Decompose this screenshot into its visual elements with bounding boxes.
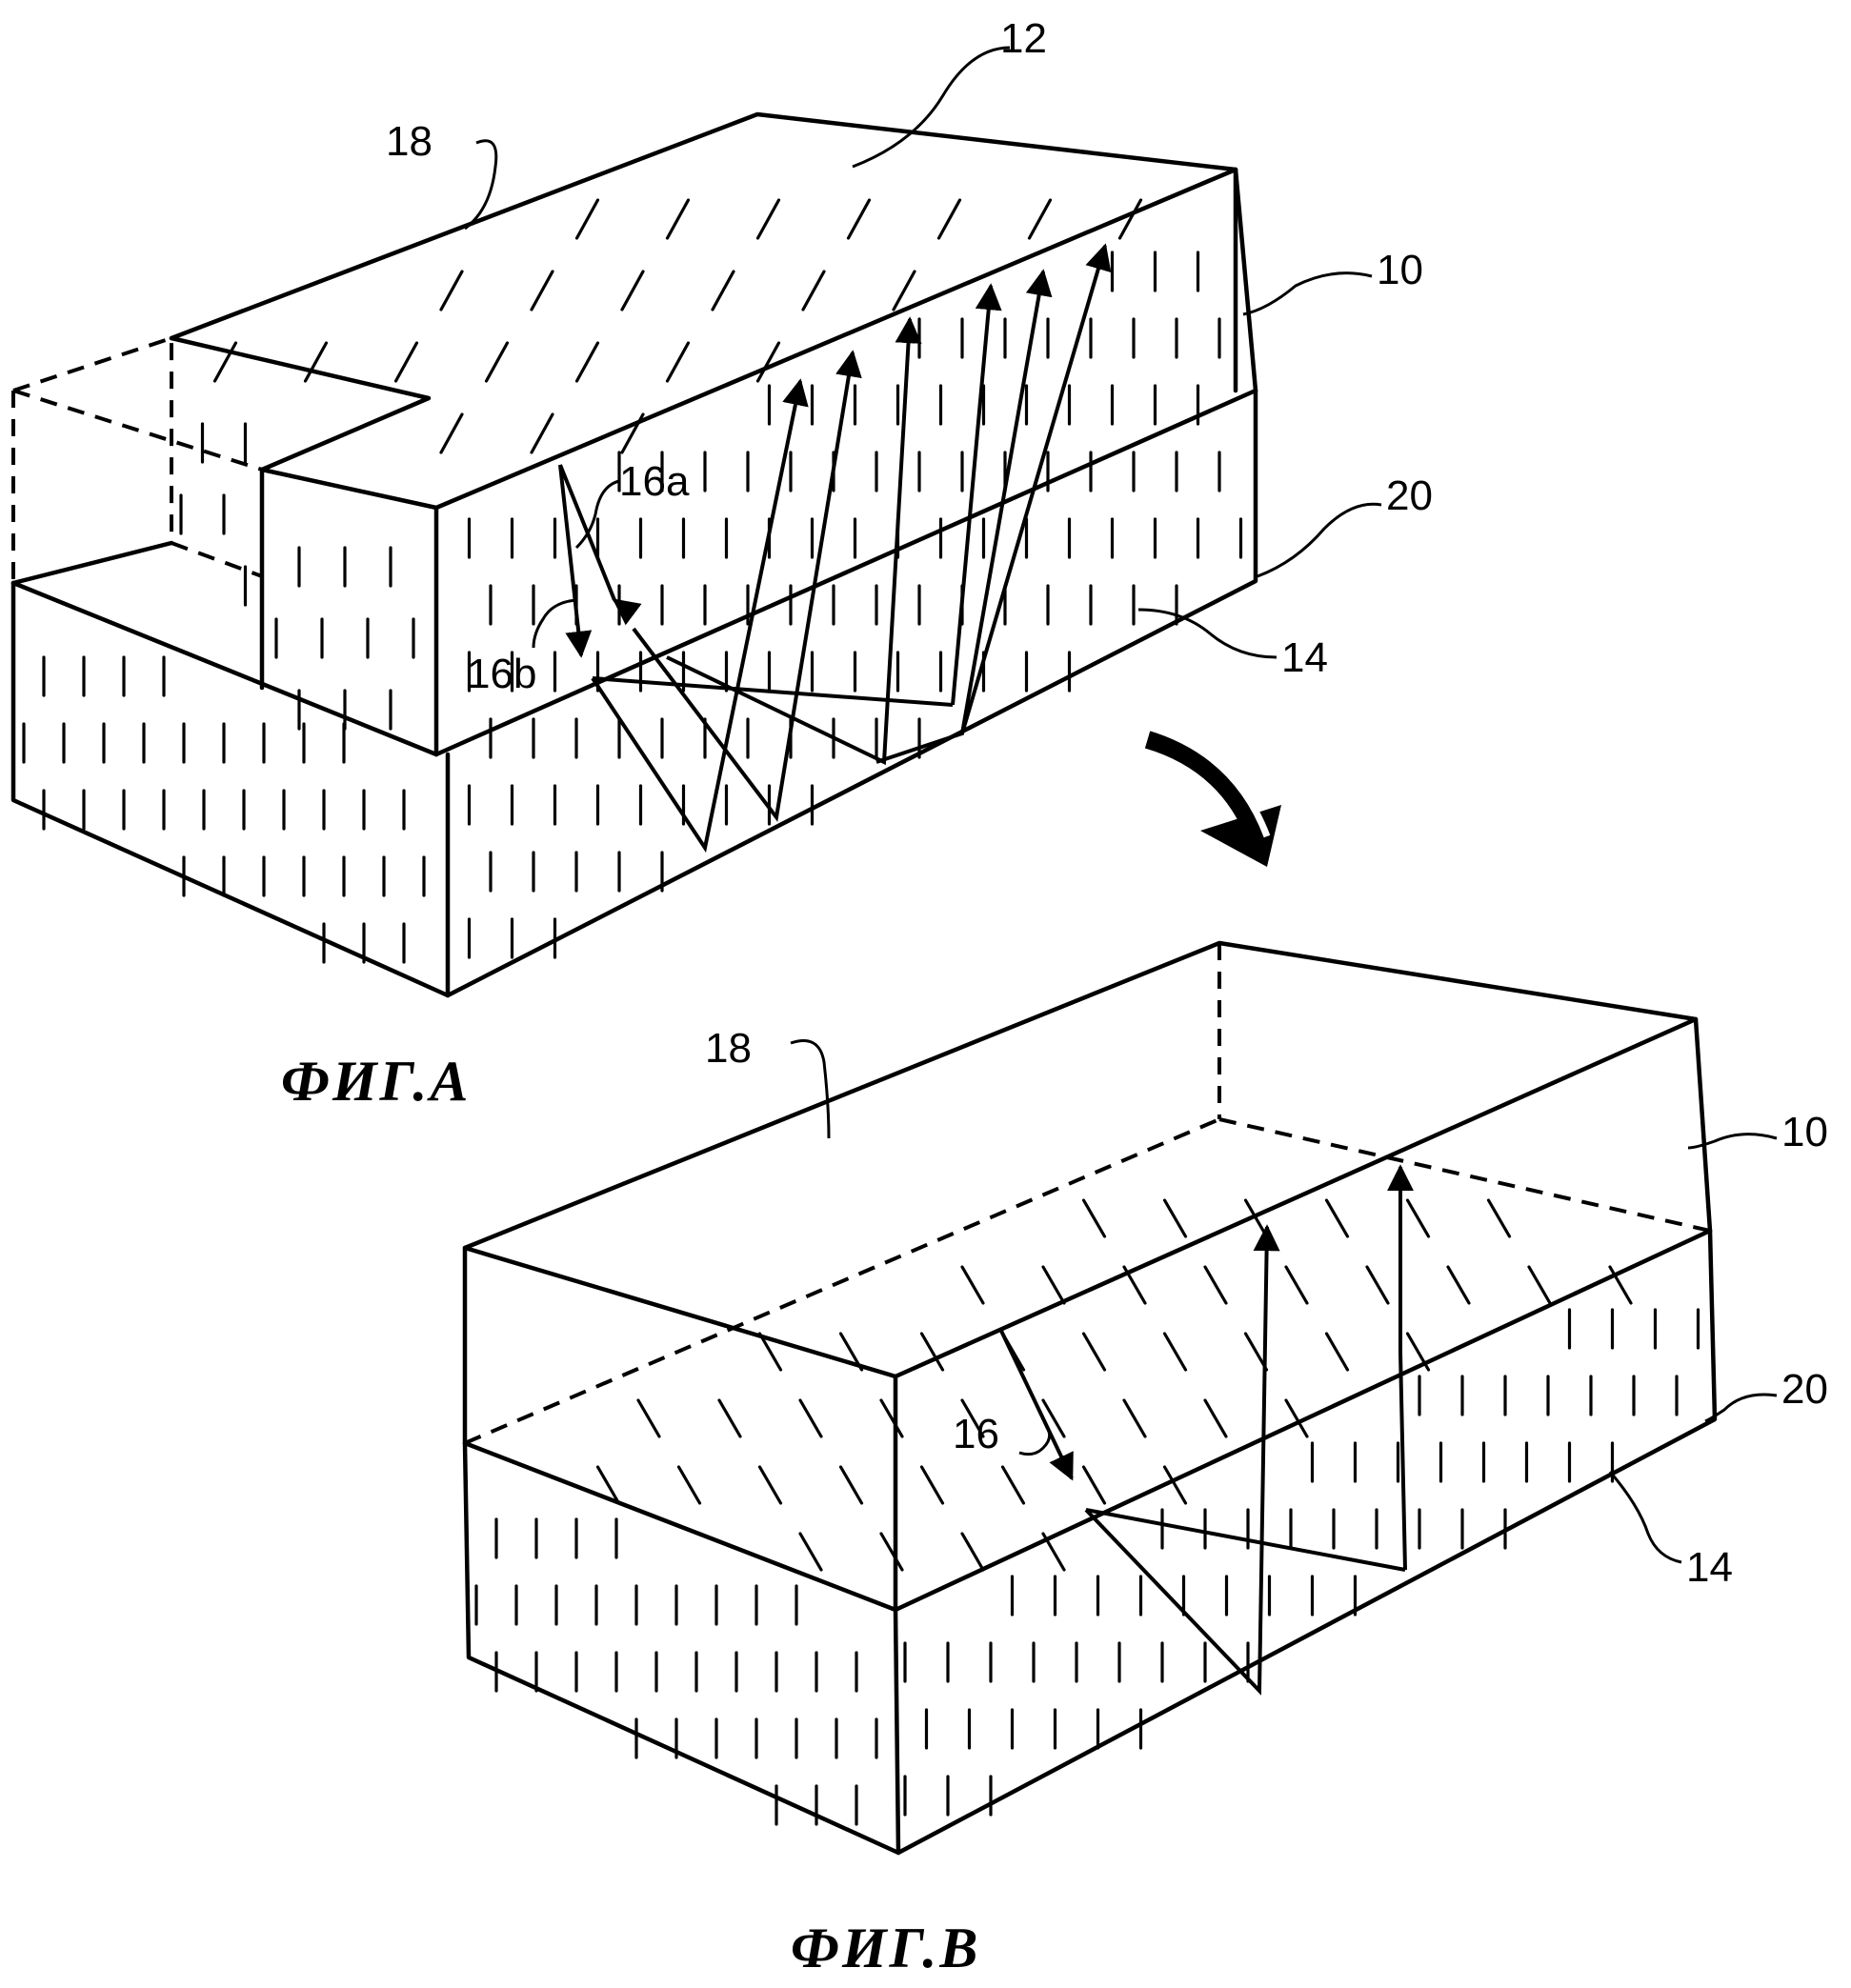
hatch-stroke (396, 343, 417, 381)
hatch-stroke (962, 1534, 983, 1570)
fig-a-interface-front (436, 391, 1256, 754)
fig-b-top-face (465, 943, 1696, 1376)
label-16-b: 16 (953, 1411, 999, 1457)
fig-a-interface-back (13, 543, 171, 583)
hatch-stroke (1043, 1267, 1064, 1303)
fig-a-right-vertical (1236, 170, 1256, 391)
hatch-stroke (1165, 1334, 1186, 1370)
label-18-b: 18 (705, 1025, 752, 1072)
figure-a-hatching (24, 200, 1241, 962)
hatch-stroke (441, 414, 462, 452)
hatch-stroke (939, 200, 960, 238)
hatch-stroke (577, 343, 598, 381)
caption-fig-b: ФИГ.В (791, 1917, 980, 1979)
hatch-stroke (962, 1267, 983, 1303)
fig-a-cut-outline (13, 338, 171, 543)
hatch-stroke (1124, 1400, 1145, 1436)
hatch-stroke (1327, 1200, 1348, 1236)
hatch-stroke (1205, 1400, 1226, 1436)
hatch-stroke (668, 343, 689, 381)
hatch-stroke (1286, 1267, 1307, 1303)
label-20-a: 20 (1386, 472, 1433, 519)
hatch-stroke (881, 1534, 902, 1570)
hatch-stroke (881, 1400, 902, 1436)
hatch-stroke (800, 1534, 821, 1570)
hatch-stroke (1084, 1467, 1105, 1503)
hatch-stroke (1043, 1400, 1064, 1436)
hatch-stroke (679, 1467, 700, 1503)
label-10-a: 10 (1377, 247, 1423, 293)
fig-b-right-vertical (1696, 1019, 1710, 1231)
fig-b-lower-block (465, 1231, 1715, 1853)
hatch-stroke (622, 271, 643, 310)
fig-b-interface-front (895, 1231, 1710, 1610)
hatch-stroke (441, 271, 462, 310)
hatch-stroke (1165, 1200, 1186, 1236)
hatch-stroke (1205, 1267, 1226, 1303)
label-10-b: 10 (1781, 1109, 1828, 1155)
fig-a-cut-top (13, 391, 262, 470)
label-14-b: 14 (1686, 1544, 1733, 1591)
hatch-stroke (841, 1467, 862, 1503)
hatch-stroke (922, 1467, 943, 1503)
fig-b-liquid-back-right (1219, 1119, 1710, 1231)
hatch-stroke (1529, 1267, 1550, 1303)
hatch-stroke (1489, 1200, 1510, 1236)
figure-b: 18 10 20 14 16 ФИГ.В (465, 943, 1828, 1979)
hatch-stroke (1367, 1267, 1388, 1303)
hatch-stroke (758, 200, 779, 238)
hatch-stroke (668, 200, 689, 238)
label-18-a: 18 (386, 118, 433, 165)
hatch-stroke (577, 200, 598, 238)
label-20-b: 20 (1781, 1366, 1828, 1413)
hatch-stroke (713, 271, 734, 310)
fig-a-notch (171, 338, 436, 508)
label-14-a: 14 (1281, 634, 1328, 681)
hatch-stroke (849, 200, 870, 238)
hatch-stroke (800, 1400, 821, 1436)
label-16b: 16b (467, 651, 536, 697)
hatch-stroke (638, 1400, 659, 1436)
fig-b-front-vertical-bottom (895, 1610, 898, 1853)
hatch-stroke (1084, 1334, 1105, 1370)
caption-fig-a: ФИГ.А (281, 1050, 471, 1113)
hatch-stroke (532, 414, 553, 452)
hatch-stroke (803, 271, 824, 310)
hatch-stroke (894, 271, 915, 310)
hatch-stroke (760, 1467, 781, 1503)
fig-a-cut-mid (171, 543, 262, 576)
label-12-a: 12 (1000, 15, 1047, 62)
hatch-stroke (532, 271, 553, 310)
transition-arrow (1148, 727, 1281, 867)
hatch-stroke (1327, 1334, 1348, 1370)
hatch-stroke (1084, 1200, 1105, 1236)
hatch-stroke (1408, 1200, 1429, 1236)
label-16a: 16a (619, 458, 690, 505)
hatch-stroke (719, 1400, 740, 1436)
hatch-stroke (1030, 200, 1051, 238)
hatch-stroke (487, 343, 508, 381)
hatch-stroke (1448, 1267, 1469, 1303)
hatch-stroke (1003, 1467, 1024, 1503)
